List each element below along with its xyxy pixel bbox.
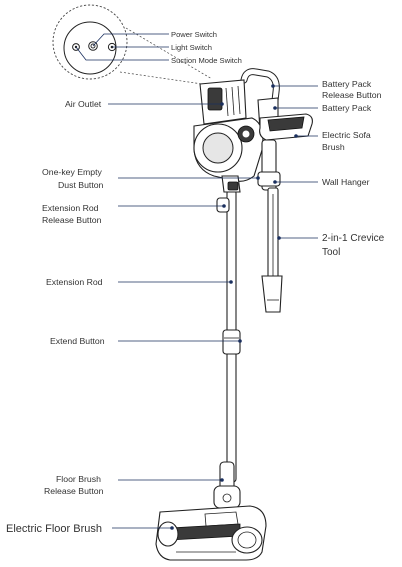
label-electric-floor-brush: Electric Floor Brush — [6, 523, 102, 535]
label-extension-rod-release-line2: Release Button — [42, 215, 102, 225]
label-battery-pack-release-line2: Release Button — [322, 90, 382, 100]
label-air-outlet: Air Outlet — [65, 99, 102, 109]
label-extension-rod: Extension Rod — [46, 277, 103, 287]
part-labels: Power Switch Light Switch Suction Mode S… — [6, 30, 385, 535]
label-light-switch: Light Switch — [171, 43, 212, 52]
label-power-switch: Power Switch — [171, 30, 217, 39]
label-electric-sofa-brush-line1: Electric Sofa — [322, 130, 371, 140]
label-wall-hanger: Wall Hanger — [322, 177, 370, 187]
extension-rod-shape — [222, 189, 241, 483]
label-floor-brush-release-line2: Release Button — [44, 486, 104, 496]
leader-dots — [170, 84, 298, 530]
vacuum-body-shape — [193, 68, 280, 213]
label-extend-button: Extend Button — [50, 336, 105, 346]
label-battery-pack-release-line1: Battery Pack — [322, 79, 372, 89]
label-crevice-tool-line1: 2-in-1 Crevice — [322, 233, 385, 244]
leader-lines — [75, 33, 318, 529]
vacuum-illustration — [155, 68, 313, 561]
electric-floor-brush-shape — [155, 505, 267, 561]
label-battery-pack: Battery Pack — [322, 103, 372, 113]
label-suction-mode-switch: Suction Mode Switch — [171, 56, 242, 65]
label-electric-sofa-brush-line2: Brush — [322, 142, 345, 152]
electric-sofa-brush-shape — [259, 113, 313, 141]
label-one-key-empty-line1: One-key Empty — [42, 167, 103, 177]
control-panel-inset — [52, 4, 213, 86]
wall-hanger-shape — [257, 139, 281, 191]
label-extension-rod-release-line1: Extension Rod — [42, 203, 99, 213]
label-floor-brush-release-line1: Floor Brush — [56, 474, 101, 484]
label-crevice-tool-line2: Tool — [322, 247, 340, 258]
crevice-tool-shape — [261, 187, 283, 313]
label-one-key-empty-line2: Dust Button — [58, 180, 104, 190]
